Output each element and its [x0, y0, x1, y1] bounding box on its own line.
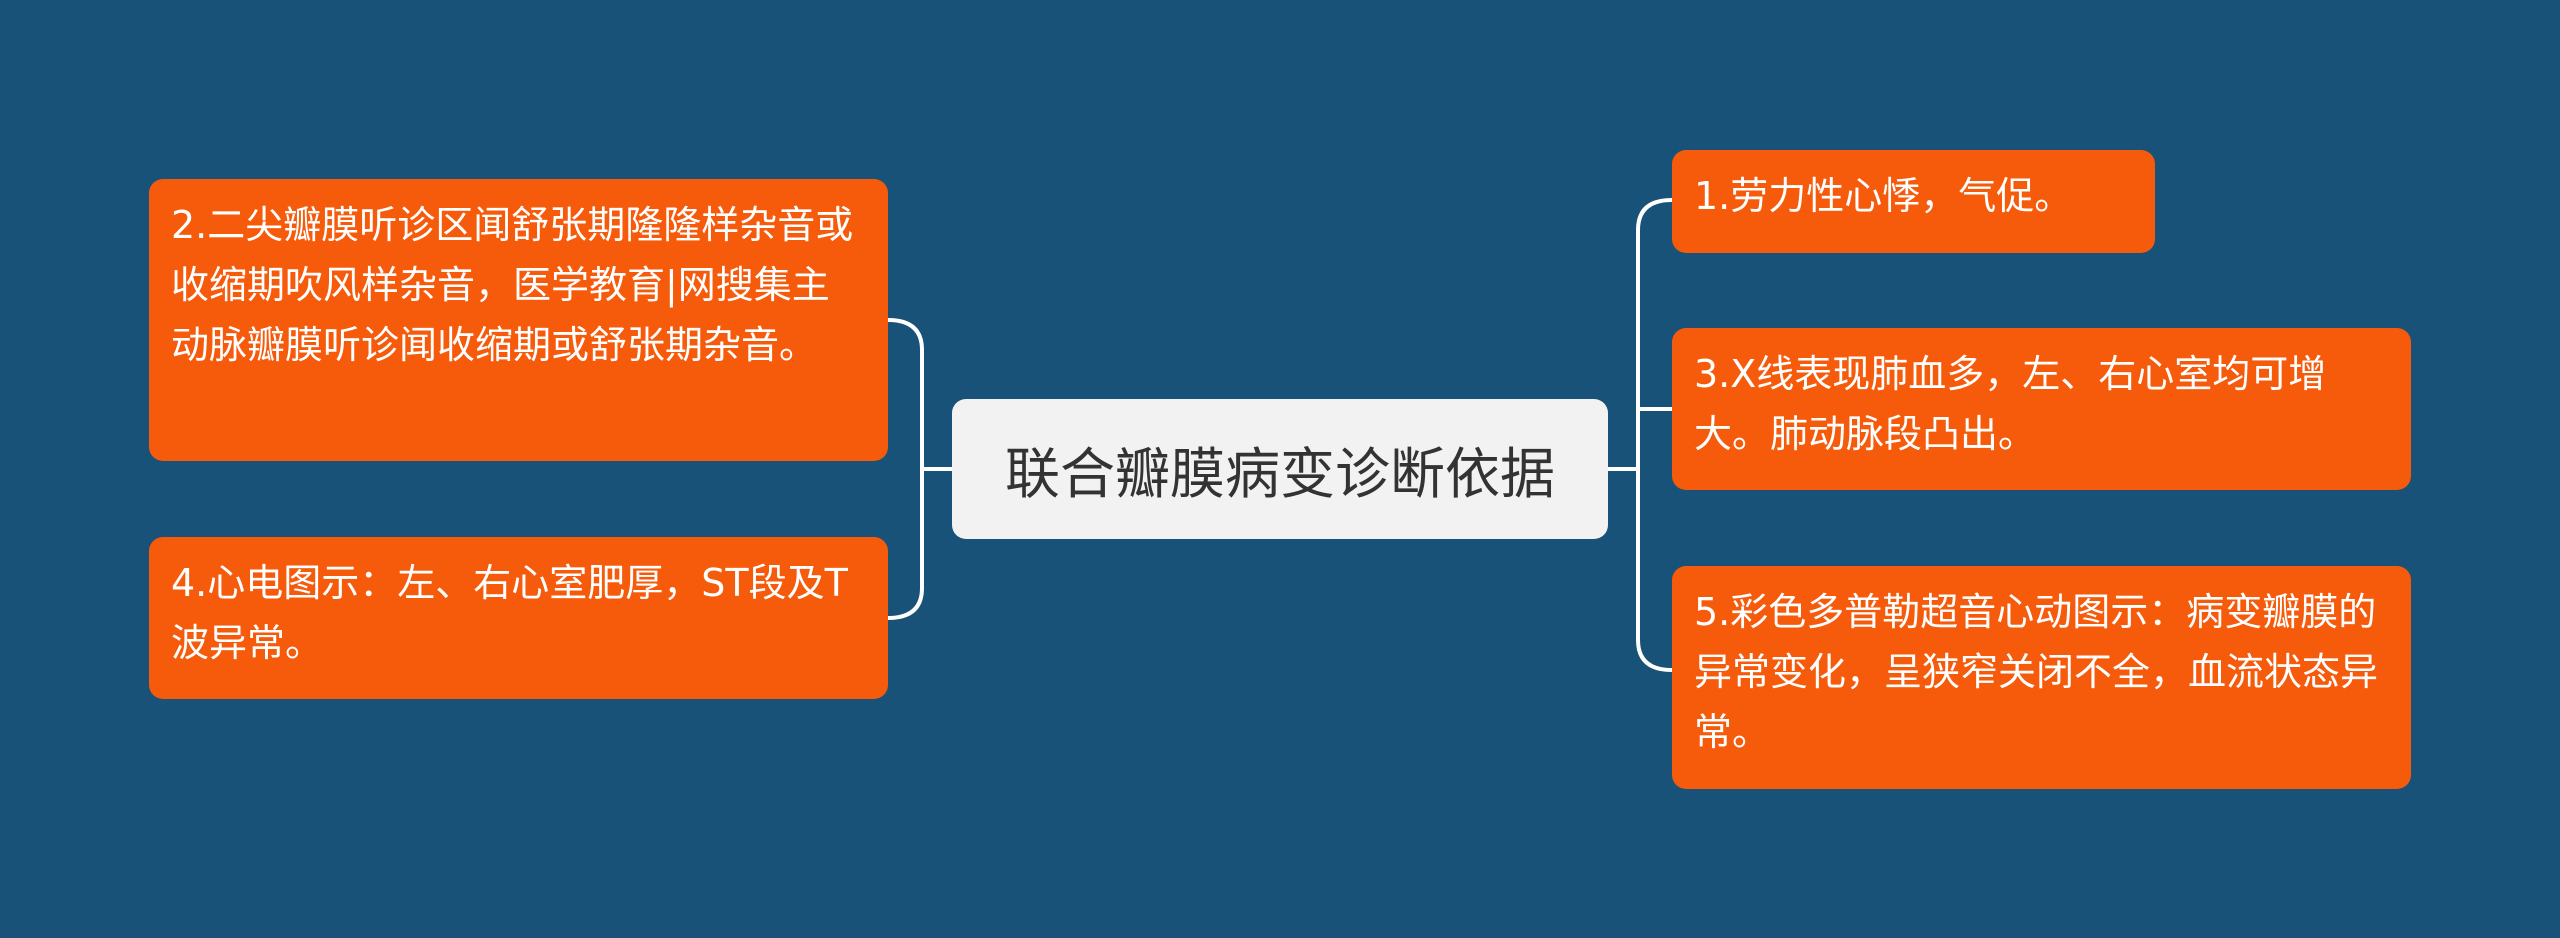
- left-node-2[interactable]: 4.心电图示：左、右心室肥厚，ST段及T波异常。: [149, 537, 888, 699]
- right-node-1[interactable]: 1.劳力性心悸，气促。: [1672, 150, 2155, 253]
- connector-right-bracket: [1636, 198, 1674, 672]
- connector-left-bracket: [886, 318, 924, 620]
- central-topic[interactable]: 联合瓣膜病变诊断依据: [952, 399, 1608, 539]
- right-node-2[interactable]: 3.X线表现肺血多，左、右心室均可增大。肺动脉段凸出。: [1672, 328, 2411, 490]
- right-node-3[interactable]: 5.彩色多普勒超音心动图示：病变瓣膜的异常变化，呈狭窄关闭不全，血流状态异常。: [1672, 566, 2411, 789]
- central-topic-label: 联合瓣膜病变诊断依据: [1004, 442, 1555, 506]
- left-node-1[interactable]: 2.二尖瓣膜听诊区闻舒张期隆隆样杂音或收缩期吹风样杂音，医学教育|网搜集主动脉瓣…: [149, 179, 888, 461]
